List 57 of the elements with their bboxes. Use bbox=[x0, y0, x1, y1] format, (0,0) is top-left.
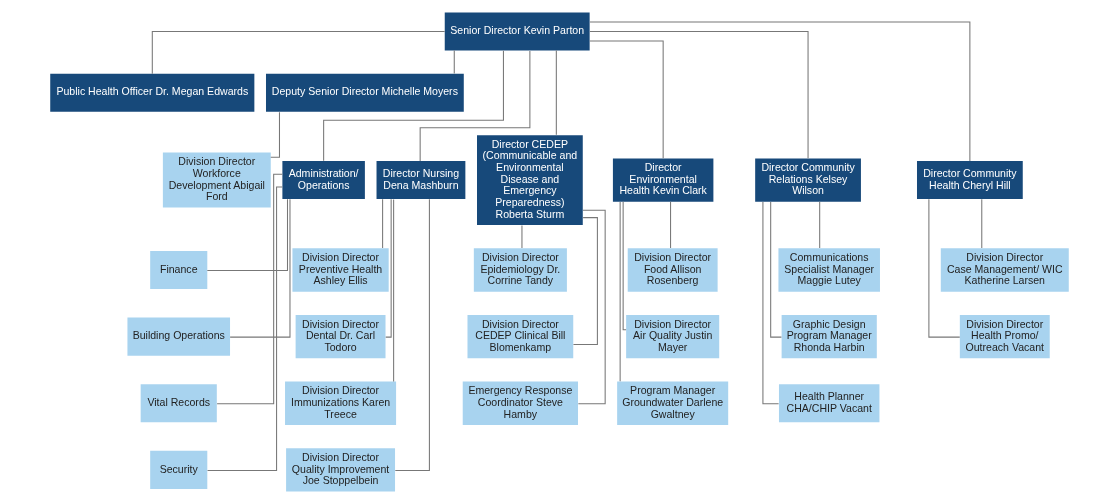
connector bbox=[589, 30, 809, 159]
node-box: Division Director Preventive Health Ashley Ellis bbox=[292, 248, 389, 292]
connector bbox=[394, 198, 430, 471]
connector bbox=[323, 50, 504, 162]
node-box: Division Director Air Quality Justin Mayer bbox=[626, 314, 720, 359]
node-box: Division Director Case Management/ WIC Katherine Larsen bbox=[940, 248, 1069, 292]
connector bbox=[928, 198, 961, 338]
connector bbox=[270, 111, 280, 158]
node-box: Division Director Food Allison Rosenberg bbox=[627, 248, 718, 292]
node-box: Finance bbox=[150, 250, 208, 289]
node-box: Building Operations bbox=[127, 317, 231, 356]
connector bbox=[555, 50, 557, 136]
node-box: Emergency Response Coordinator Steve Hamby bbox=[462, 381, 578, 425]
connector bbox=[453, 50, 455, 75]
connector bbox=[981, 198, 983, 249]
connector bbox=[622, 201, 627, 331]
node-box: Deputy Senior Director Michelle Moyers bbox=[266, 73, 464, 112]
connector bbox=[216, 173, 283, 405]
node-box: Health Planner CHA/CHIP Vacant bbox=[778, 384, 880, 423]
node-box: Director Community Health Cheryl Hill bbox=[917, 161, 1023, 200]
node-box: Communications Specialist Manager Maggie Lutey bbox=[778, 248, 880, 292]
node-box: Division Director Immunizations Karen Treece bbox=[285, 381, 397, 425]
connector bbox=[521, 225, 523, 249]
node-box: Director Community Relations Kelsey Wilson bbox=[755, 158, 861, 202]
connector bbox=[419, 50, 531, 162]
connector bbox=[385, 198, 392, 338]
node-box: Division Director CEDEP Clinical Bill Blomenkamp bbox=[467, 314, 574, 359]
node-box: Director Nursing Dena Mashburn bbox=[376, 161, 466, 200]
connector bbox=[589, 40, 664, 159]
node-box: Vital Records bbox=[140, 384, 217, 423]
node-box: Senior Director Kevin Parton bbox=[444, 12, 590, 51]
node-box: Division Director Dental Dr. Carl Todoro bbox=[295, 314, 386, 359]
connector bbox=[770, 201, 782, 338]
node-box: Administration/ Operations bbox=[282, 161, 365, 200]
node-box: Graphic Design Program Manager Rhonda Harbin bbox=[781, 314, 877, 359]
node-box: Program Manager Groundwater Darlene Gwaltney bbox=[617, 381, 729, 425]
connector bbox=[151, 30, 446, 75]
node-box: Division Director Quality Improvement Joe Stoppelbein bbox=[286, 448, 396, 492]
connector bbox=[619, 201, 621, 382]
connector bbox=[577, 209, 606, 405]
connector bbox=[207, 186, 283, 471]
node-box: Director Environmental Health Kevin Clark bbox=[612, 158, 714, 202]
node-box: Division Director Epidemiology Dr. Corrine Tandy bbox=[473, 248, 567, 292]
node-box: Public Health Officer Dr. Megan Edwards bbox=[50, 73, 255, 112]
connector bbox=[572, 217, 598, 346]
connector bbox=[762, 201, 780, 405]
connector bbox=[206, 198, 289, 272]
connector bbox=[670, 201, 672, 249]
connector bbox=[229, 198, 291, 338]
connector bbox=[819, 201, 821, 249]
connector bbox=[382, 198, 384, 249]
node-box: Division Director Health Promo/ Outreach Vacant bbox=[959, 314, 1050, 359]
node-box: Division Director Workforce Development Abigail Ford bbox=[162, 152, 271, 208]
node-box: Security bbox=[150, 450, 208, 489]
connector bbox=[393, 198, 395, 382]
connector bbox=[589, 21, 971, 162]
node-box: Director CEDEP (Communicable and Environmental Disease and Emergency Preparedness) Roberta Sturm bbox=[477, 135, 583, 226]
